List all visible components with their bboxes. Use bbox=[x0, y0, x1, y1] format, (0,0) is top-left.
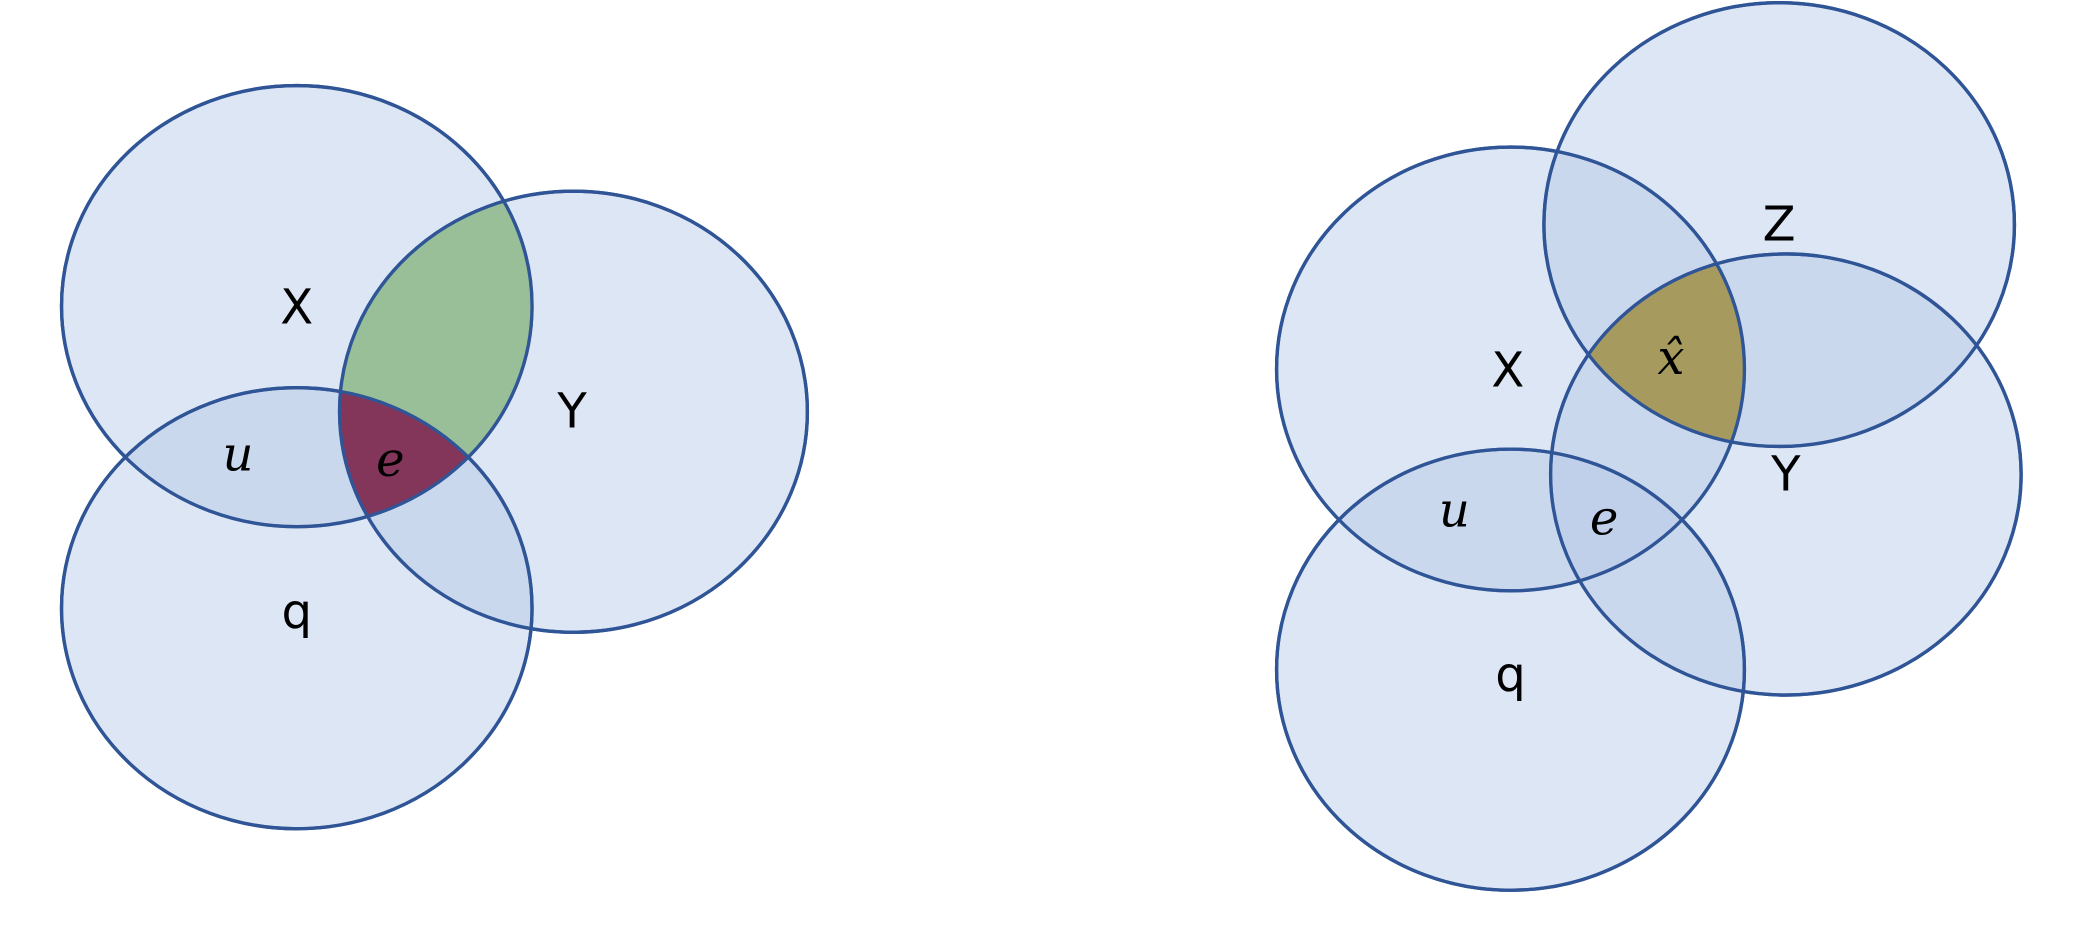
region-x-z-y bbox=[1550, 253, 1745, 447]
label-y: Y bbox=[1770, 447, 1801, 503]
label-q: q bbox=[281, 584, 312, 640]
label-q: q bbox=[1495, 647, 1526, 703]
label-x: X bbox=[1491, 342, 1524, 398]
label-x-hat: x̂ bbox=[1657, 330, 1684, 386]
label-y: Y bbox=[556, 384, 587, 440]
label-x: X bbox=[280, 279, 313, 335]
label-u: u bbox=[222, 426, 253, 482]
label-e: e bbox=[376, 432, 404, 488]
label-u: u bbox=[1439, 483, 1470, 539]
right-venn: X Z Y q x̂ u e bbox=[1274, 1, 2023, 892]
label-e: e bbox=[1590, 491, 1618, 547]
left-venn: X Y q u e bbox=[59, 83, 810, 831]
label-z: Z bbox=[1763, 197, 1796, 253]
